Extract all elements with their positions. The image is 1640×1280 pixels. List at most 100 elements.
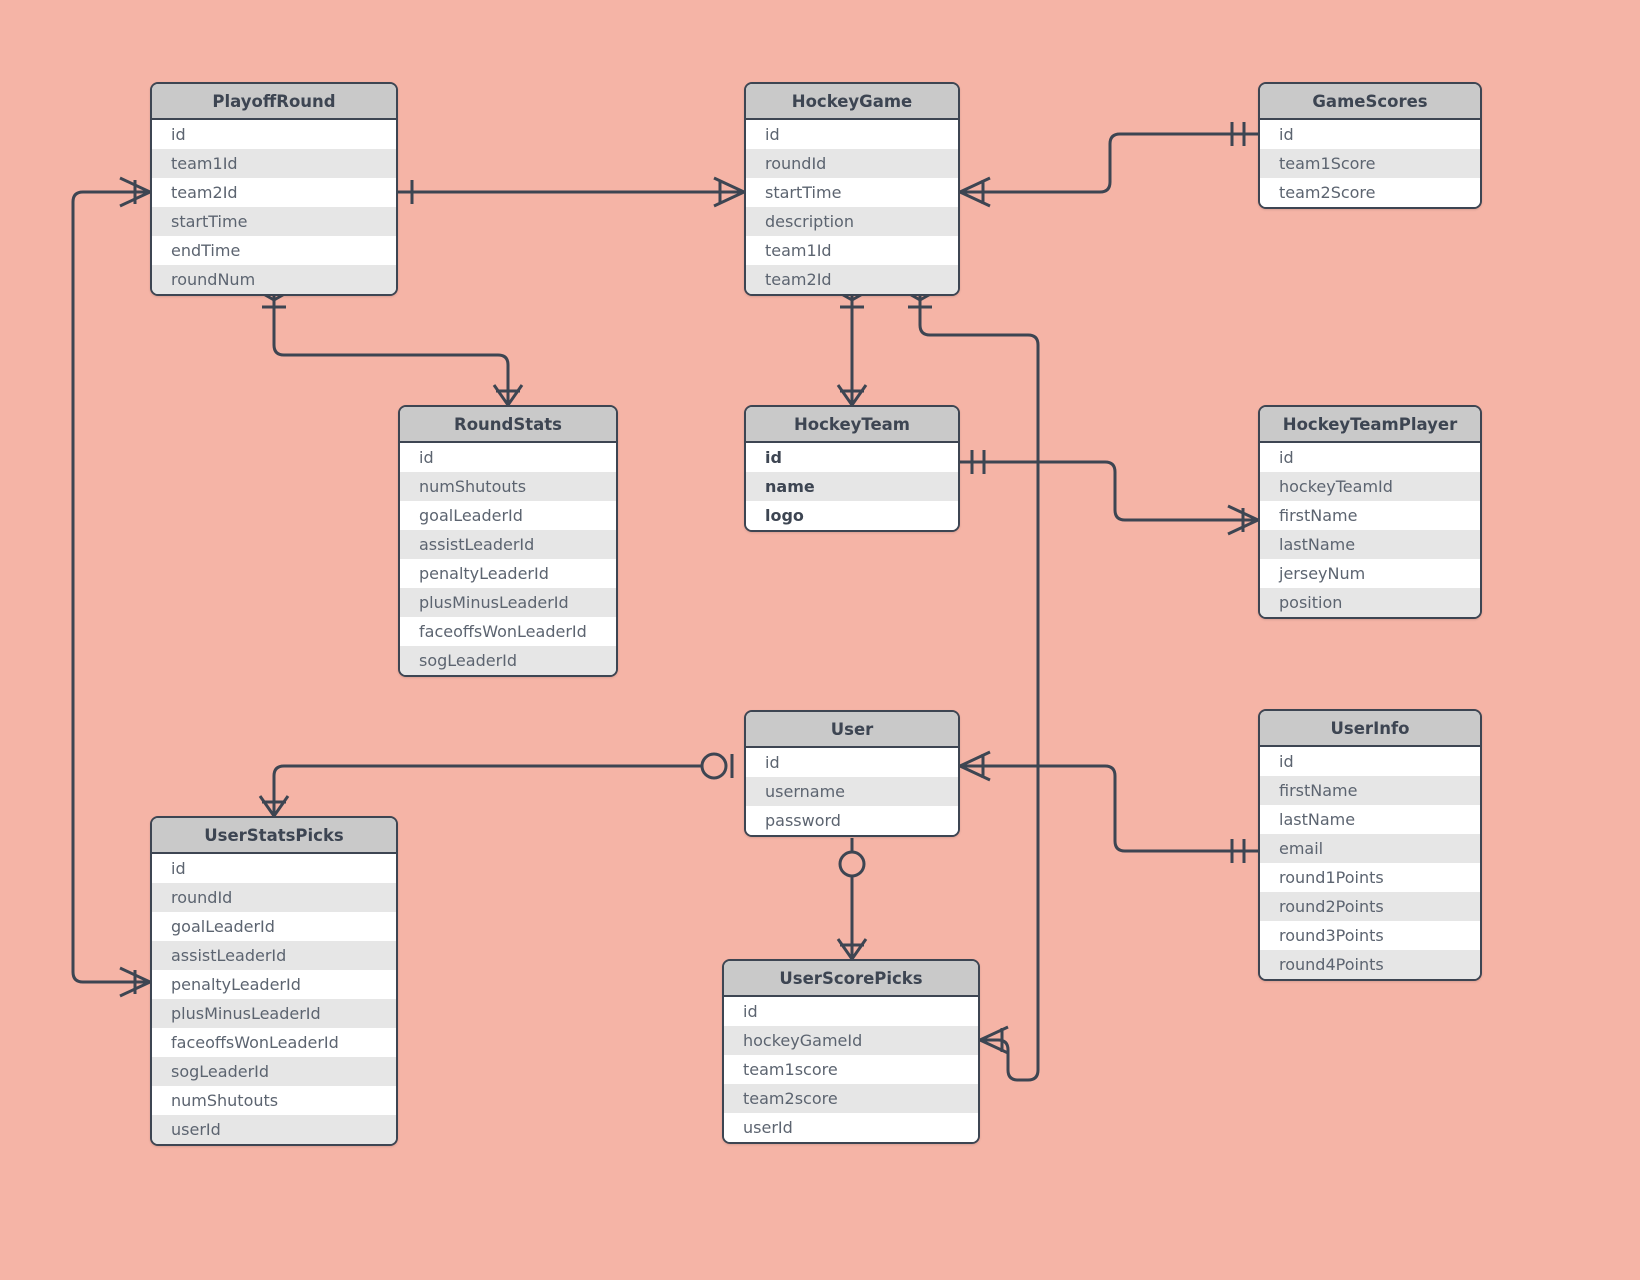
entity-attribute[interactable]: id bbox=[746, 443, 958, 472]
marker-many-roundstats-top bbox=[492, 384, 524, 406]
entity-title: HockeyGame bbox=[746, 84, 958, 120]
marker-exactlyone-hockeyteam-right bbox=[970, 450, 986, 474]
entity-attribute[interactable]: team1Score bbox=[1260, 149, 1480, 178]
entity-attribute[interactable]: id bbox=[152, 854, 396, 883]
marker-exactlyone-gamescores-left bbox=[1230, 122, 1246, 146]
marker-many-user-right bbox=[959, 750, 991, 782]
marker-many-userstatspicks-top bbox=[258, 795, 290, 817]
entity-attribute[interactable]: round4Points bbox=[1260, 950, 1480, 979]
marker-zeroone-circle-user-bottom bbox=[838, 850, 866, 878]
entity-attribute[interactable]: team2Id bbox=[152, 178, 396, 207]
wire-hockeyteam-hockeyteamplayer bbox=[960, 460, 1258, 522]
entity-attribute[interactable]: hockeyGameId bbox=[724, 1026, 978, 1055]
entity-attribute[interactable]: id bbox=[400, 443, 616, 472]
entity-attribute[interactable]: team2Score bbox=[1260, 178, 1480, 207]
entity-attribute[interactable]: username bbox=[746, 777, 958, 806]
entity-attribute[interactable]: firstName bbox=[1260, 776, 1480, 805]
entity-attribute[interactable]: firstName bbox=[1260, 501, 1480, 530]
entity-attribute[interactable]: team2Id bbox=[746, 265, 958, 294]
entity-attribute[interactable]: sogLeaderId bbox=[400, 646, 616, 675]
marker-many-userscorepicks-top bbox=[836, 938, 868, 960]
entity-attribute[interactable]: penaltyLeaderId bbox=[400, 559, 616, 588]
marker-zeroone-circle-user-left bbox=[700, 752, 728, 780]
entity-attribute[interactable]: id bbox=[1260, 747, 1480, 776]
entity-attribute[interactable]: roundNum bbox=[152, 265, 396, 294]
entity-title: GameScores bbox=[1260, 84, 1480, 120]
entity-attribute[interactable]: startTime bbox=[746, 178, 958, 207]
entity-attribute[interactable]: plusMinusLeaderId bbox=[400, 588, 616, 617]
entity-title: HockeyTeamPlayer bbox=[1260, 407, 1480, 443]
entity-attribute[interactable]: logo bbox=[746, 501, 958, 530]
entity-attribute[interactable]: roundId bbox=[152, 883, 396, 912]
entity-title: RoundStats bbox=[400, 407, 616, 443]
entity-attribute[interactable]: userId bbox=[152, 1115, 396, 1144]
entity-title: PlayoffRound bbox=[152, 84, 396, 120]
entity-attribute[interactable]: hockeyTeamId bbox=[1260, 472, 1480, 501]
wire-user-userinfo bbox=[960, 764, 1258, 853]
entity-attribute[interactable]: goalLeaderId bbox=[152, 912, 396, 941]
marker-many-userscorepicks-right bbox=[979, 1025, 1009, 1055]
entity-attribute[interactable]: sogLeaderId bbox=[152, 1057, 396, 1086]
entity-title: UserStatsPicks bbox=[152, 818, 396, 854]
entity-attribute[interactable]: startTime bbox=[152, 207, 396, 236]
entity-attribute[interactable]: lastName bbox=[1260, 805, 1480, 834]
entity-attribute[interactable]: penaltyLeaderId bbox=[152, 970, 396, 999]
entity-attribute[interactable]: id bbox=[152, 120, 396, 149]
entity-attribute[interactable]: team1score bbox=[724, 1055, 978, 1084]
marker-many-userstatspicks-left bbox=[119, 966, 151, 998]
entity-attribute[interactable]: faceoffsWonLeaderId bbox=[400, 617, 616, 646]
entity-attribute[interactable]: name bbox=[746, 472, 958, 501]
entity-attribute[interactable]: round1Points bbox=[1260, 863, 1480, 892]
entity-attribute[interactable]: faceoffsWonLeaderId bbox=[152, 1028, 396, 1057]
entity-attribute[interactable]: round2Points bbox=[1260, 892, 1480, 921]
marker-many-playoffround-left bbox=[119, 176, 151, 208]
entity-attribute[interactable]: plusMinusLeaderId bbox=[152, 999, 396, 1028]
wire-playoffround-userstatspicks bbox=[71, 190, 150, 984]
entity-attribute[interactable]: team2score bbox=[724, 1084, 978, 1113]
entity-attribute[interactable]: assistLeaderId bbox=[152, 941, 396, 970]
marker-many-hockeyteam-top bbox=[836, 384, 868, 406]
entity-attribute[interactable]: description bbox=[746, 207, 958, 236]
entity-attribute[interactable]: id bbox=[1260, 443, 1480, 472]
entity-attribute[interactable]: position bbox=[1260, 588, 1480, 617]
marker-many-hockeygame-left bbox=[713, 176, 745, 208]
entity-attribute[interactable]: id bbox=[746, 120, 958, 149]
entity-attribute[interactable]: numShutouts bbox=[152, 1086, 396, 1115]
entity-attribute[interactable]: email bbox=[1260, 834, 1480, 863]
entity-attribute[interactable]: userId bbox=[724, 1113, 978, 1142]
entity-attribute[interactable]: id bbox=[746, 748, 958, 777]
marker-many-hockeygame-right bbox=[959, 176, 991, 208]
wire-playoffround-roundstats bbox=[272, 292, 510, 405]
wire-hockeygame-gamescores bbox=[960, 132, 1258, 194]
entity-attribute[interactable]: jerseyNum bbox=[1260, 559, 1480, 588]
entity-title: UserScorePicks bbox=[724, 961, 978, 997]
entity-attribute[interactable]: assistLeaderId bbox=[400, 530, 616, 559]
entity-title: User bbox=[746, 712, 958, 748]
entity-attribute[interactable]: id bbox=[1260, 120, 1480, 149]
entity-attribute[interactable]: password bbox=[746, 806, 958, 835]
entity-attribute[interactable]: team1Id bbox=[152, 149, 396, 178]
entity-attribute[interactable]: endTime bbox=[152, 236, 396, 265]
marker-many-hockeyteamplayer-left bbox=[1227, 504, 1259, 536]
entity-attribute[interactable]: numShutouts bbox=[400, 472, 616, 501]
entity-attribute[interactable]: roundId bbox=[746, 149, 958, 178]
entity-attribute[interactable]: goalLeaderId bbox=[400, 501, 616, 530]
entity-attribute[interactable]: id bbox=[724, 997, 978, 1026]
entity-attribute[interactable]: round3Points bbox=[1260, 921, 1480, 950]
wire-user-userstatspicks bbox=[272, 764, 710, 816]
entity-title: HockeyTeam bbox=[746, 407, 958, 443]
marker-exactlyone-userinfo-left bbox=[1230, 839, 1246, 863]
entity-attribute[interactable]: lastName bbox=[1260, 530, 1480, 559]
entity-attribute[interactable]: team1Id bbox=[746, 236, 958, 265]
